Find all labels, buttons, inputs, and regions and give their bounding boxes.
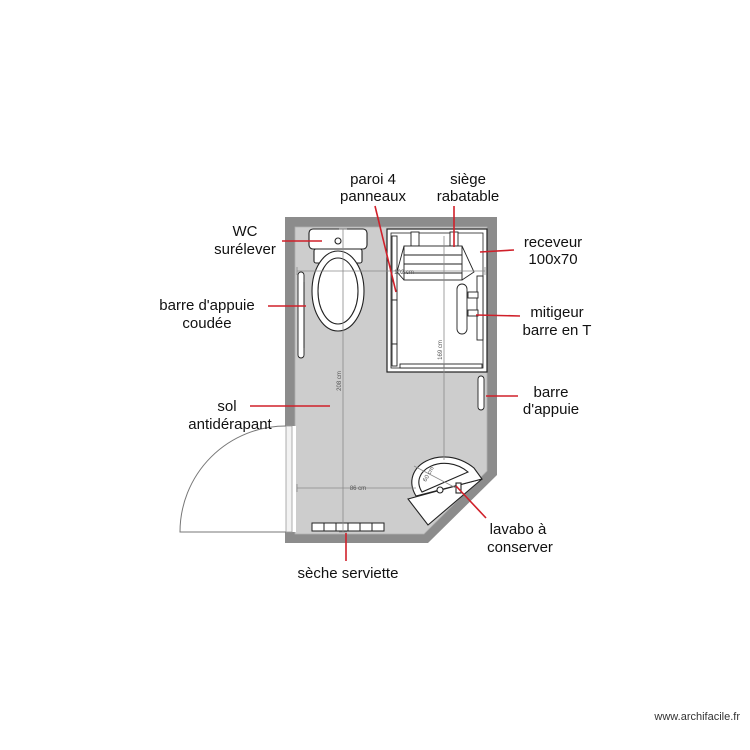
label-barre-appui-line1: barre (533, 384, 568, 401)
label-barre-coudee-line2: coudée (182, 315, 231, 332)
label-paroi: paroi 4 panneaux (340, 171, 406, 205)
label-wc: WC surélever (214, 223, 276, 258)
towel-dryer (311, 522, 385, 532)
label-sol-line2: antidérapant (188, 416, 272, 433)
door-leaf (285, 425, 293, 533)
label-mitigeur-line1: mitigeur (530, 304, 583, 321)
label-wc-line2: surélever (214, 241, 276, 258)
label-paroi-line1: paroi 4 (350, 171, 396, 188)
label-lavabo: lavabo à conserver (487, 521, 553, 556)
label-mitigeur: mitigeur barre en T (523, 304, 592, 339)
label-siege-line1: siège (450, 171, 486, 188)
mixer-tap-t-bar (456, 275, 484, 341)
label-mitigeur-line2: barre en T (523, 322, 592, 339)
door-swing-arc (179, 425, 287, 533)
label-seche: sèche serviette (298, 565, 399, 582)
dim-width-top: 102 cm (394, 270, 414, 276)
watermark: www.archifacile.fr (653, 711, 740, 723)
label-siege: siège rabatable (437, 171, 500, 205)
label-lavabo-line2: conserver (487, 539, 553, 556)
label-barre-appui: barre d'appuie (523, 384, 579, 418)
label-sol: sol antidérapant (188, 398, 272, 433)
leader-lines (250, 205, 521, 561)
grab-bar-right (477, 375, 485, 411)
dimension-lines (296, 228, 486, 533)
wc-raised (308, 228, 368, 332)
label-sol-line1: sol (217, 398, 236, 415)
label-barre-coudee: barre d'appuie coudée (159, 297, 254, 332)
label-siege-line2: rabatable (437, 188, 500, 205)
label-barre-appui-line2: d'appuie (523, 401, 579, 418)
label-receveur: receveur 100x70 (524, 234, 582, 268)
washbasin (407, 456, 483, 526)
dim-height-left: 208 cm (337, 371, 343, 391)
label-barre-coudee-line1: barre d'appuie (159, 297, 254, 314)
label-lavabo-line1: lavabo à (490, 521, 547, 538)
label-receveur-line2: 100x70 (528, 251, 577, 268)
label-paroi-line2: panneaux (340, 188, 406, 205)
dim-width-bottom: 86 cm (350, 486, 366, 492)
shower-panels (391, 235, 483, 369)
dim-height-shower: 169 cm (438, 340, 444, 360)
label-receveur-line1: receveur (524, 234, 582, 251)
grab-bar-angled (297, 271, 305, 359)
label-wc-line1: WC (233, 223, 258, 240)
